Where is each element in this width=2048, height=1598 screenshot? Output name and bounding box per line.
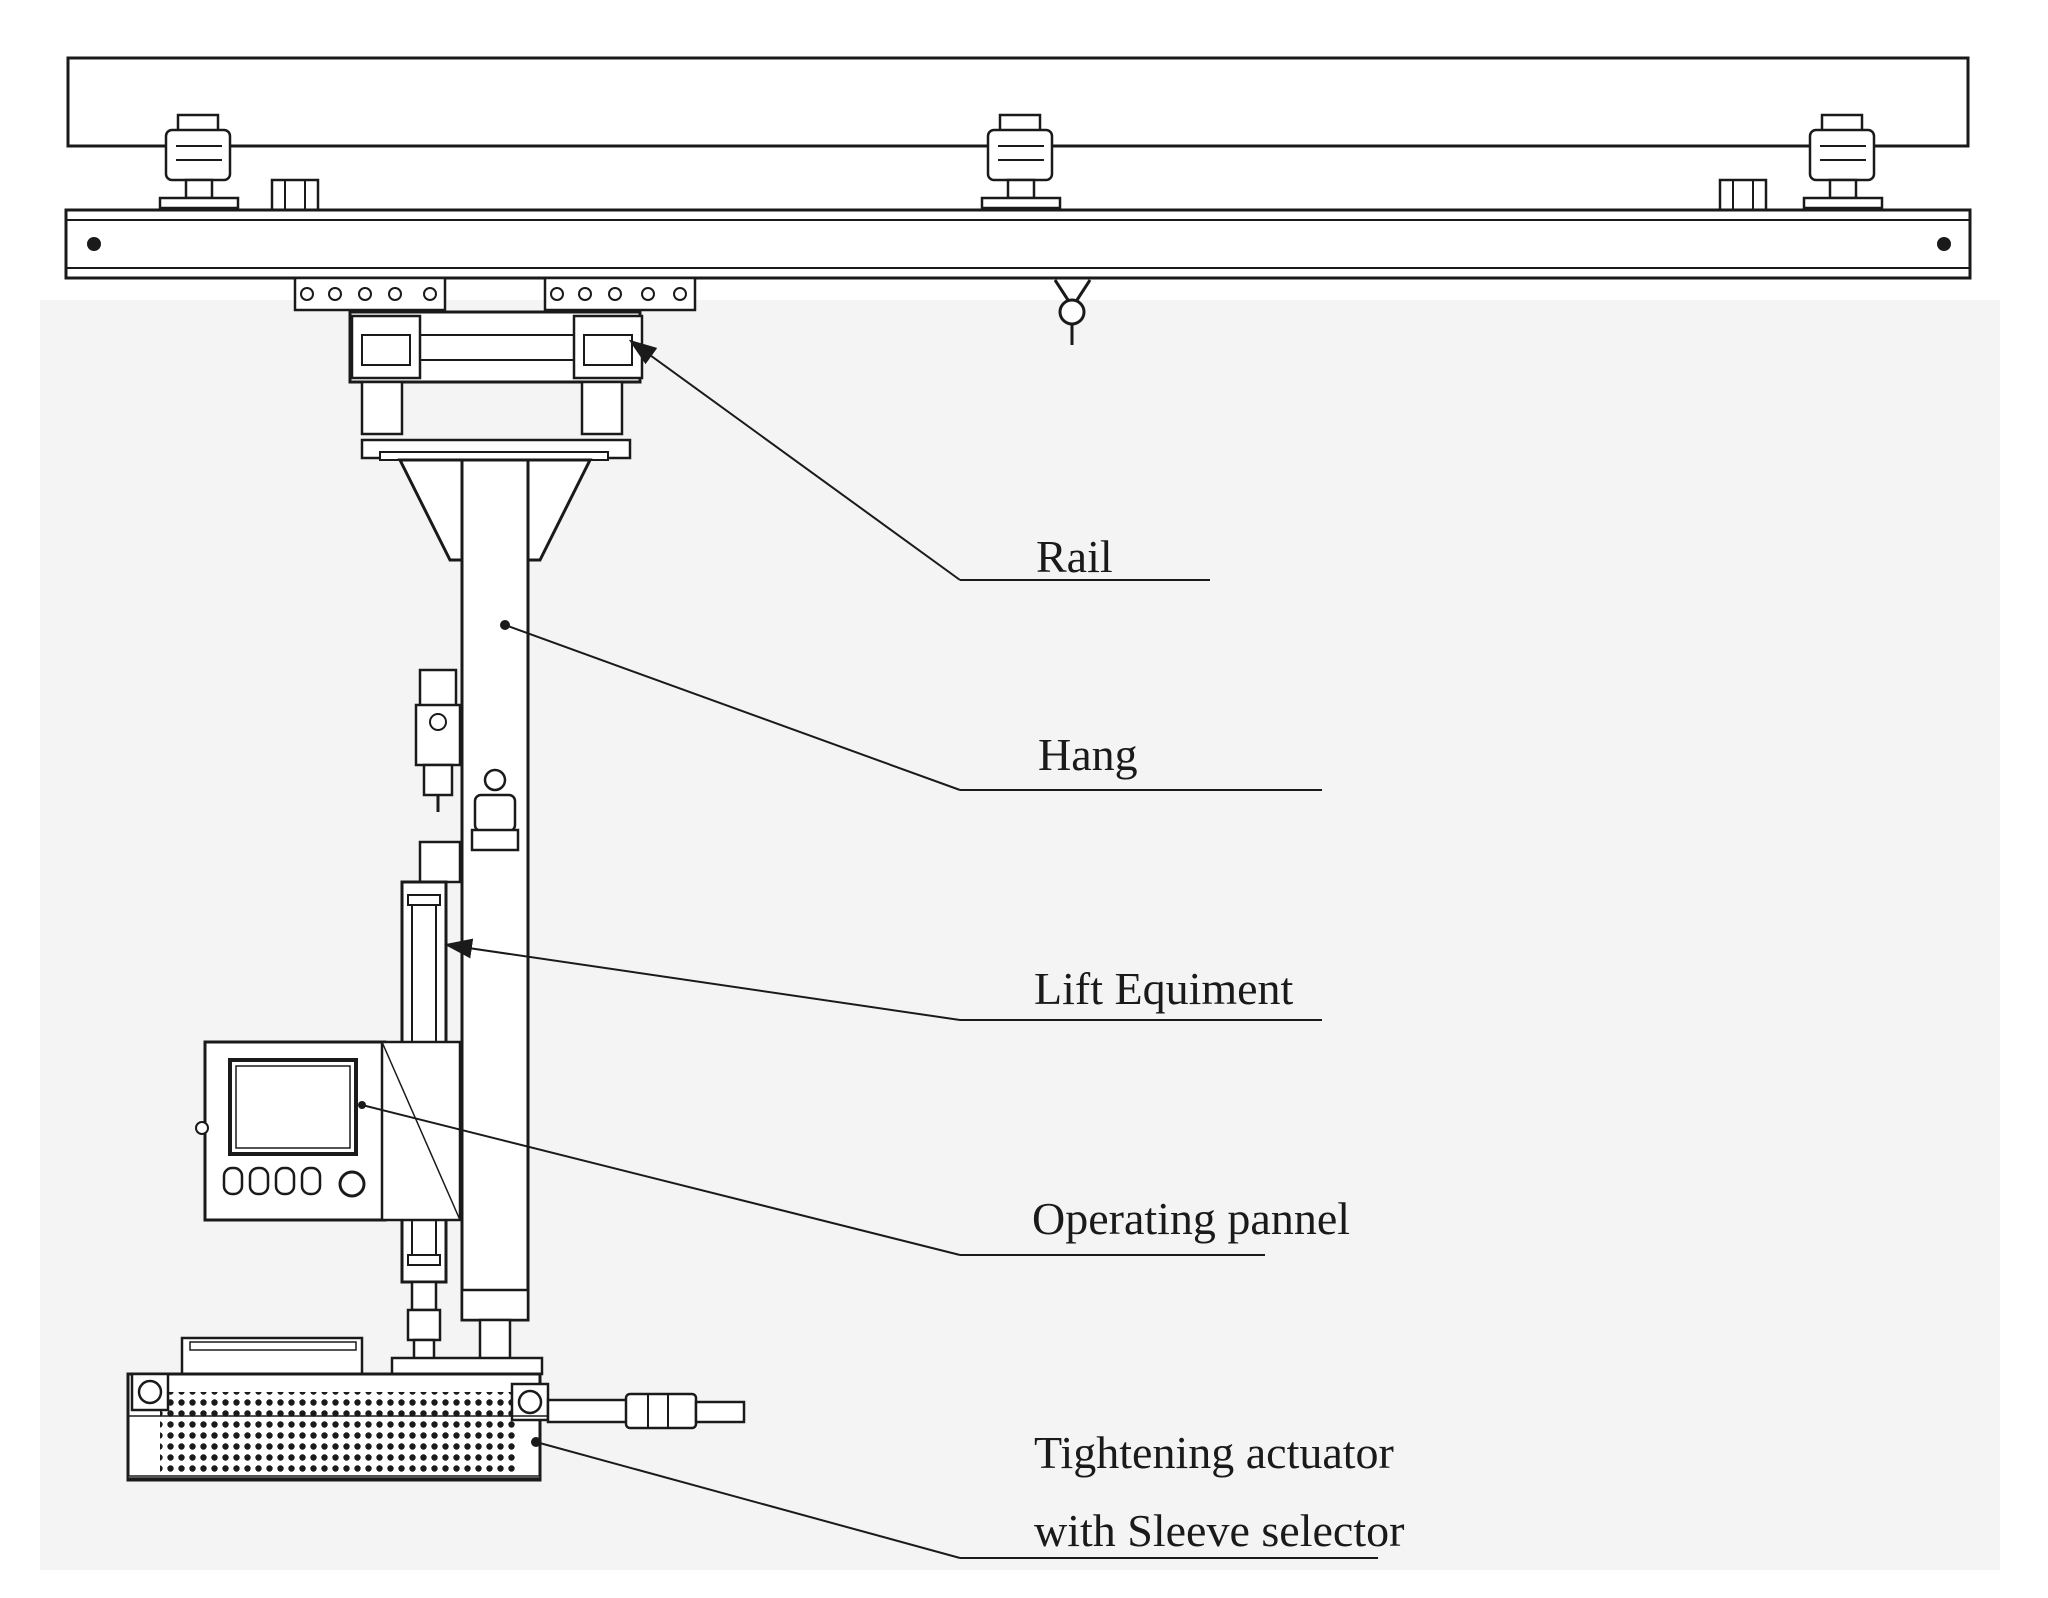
label-actuator-line1: Tightening actuator [1034,1427,1394,1478]
beam-trolley-middle [980,113,1062,210]
tightening-actuator [126,1336,746,1482]
beam-trolley-left [158,113,240,210]
carriage-rollers [293,276,697,312]
operating-panel [195,1040,462,1222]
label-rail: Rail [1036,531,1113,582]
rail-track [64,208,1972,280]
label-hang: Hang [1038,729,1138,780]
end-stop-right [1718,178,1768,212]
air-regulator [414,668,462,812]
leader-lines [361,339,1378,1559]
rail-hook [1053,279,1092,345]
label-operating-panel: Operating pannel [1032,1193,1350,1244]
label-actuator-line2: with Sleeve selector [1034,1505,1404,1556]
label-lift-equipment: Lift Equiment [1034,963,1294,1014]
hang-column [397,458,593,1362]
beam-trolley-right [1802,113,1884,210]
pressure-gauge [470,768,520,852]
end-stop-left [270,178,320,212]
background-shadow [40,300,2000,1570]
